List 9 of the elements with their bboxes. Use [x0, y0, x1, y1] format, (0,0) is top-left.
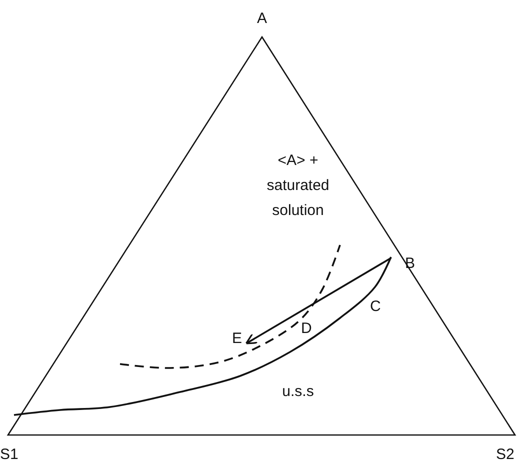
vertex-label: A: [257, 10, 267, 28]
vertex-label: S2: [496, 446, 514, 464]
point-label: C: [370, 298, 381, 316]
point-label: E: [232, 330, 242, 348]
vertex-label: S1: [0, 446, 18, 464]
region-label: <A> + saturated solution: [266, 151, 330, 221]
point-label: D: [301, 320, 312, 338]
arrow: [245, 257, 392, 344]
region-label: u.s.s: [282, 383, 314, 401]
